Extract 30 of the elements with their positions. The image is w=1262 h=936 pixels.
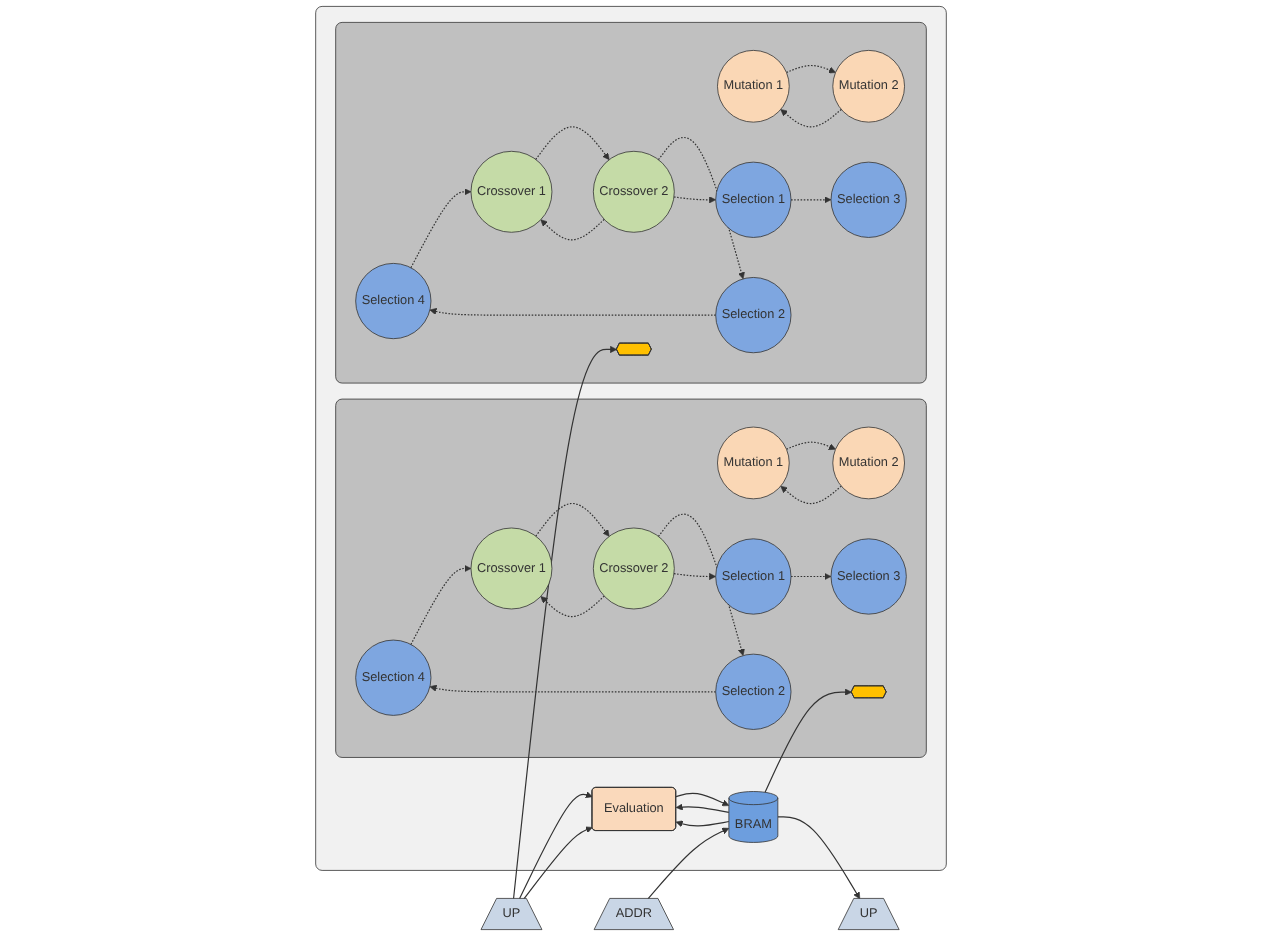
arrow <box>777 816 861 900</box>
arrow <box>523 826 593 900</box>
arrow <box>790 572 832 580</box>
arrow <box>790 196 832 204</box>
arrow <box>657 136 745 280</box>
arrow <box>410 188 472 269</box>
arrow <box>657 513 745 656</box>
arrow <box>535 502 610 537</box>
arrow <box>647 827 730 900</box>
cluster <box>335 398 927 758</box>
arrow <box>675 803 730 813</box>
arrow <box>540 595 605 618</box>
cluster <box>335 22 927 384</box>
arrow <box>673 196 716 204</box>
arrow <box>518 791 593 900</box>
arrow <box>764 688 852 793</box>
arrow <box>429 684 717 693</box>
arrow <box>540 218 605 241</box>
arrow <box>512 345 618 900</box>
arrow <box>675 792 730 807</box>
arrow <box>780 108 842 128</box>
arrow <box>535 126 610 160</box>
arrow <box>785 64 836 74</box>
arrow <box>429 308 717 316</box>
arrow <box>673 572 716 580</box>
arrow <box>780 485 842 505</box>
arrow <box>410 564 472 645</box>
arrow <box>675 820 730 828</box>
cluster <box>315 6 947 871</box>
arrow <box>785 441 836 450</box>
